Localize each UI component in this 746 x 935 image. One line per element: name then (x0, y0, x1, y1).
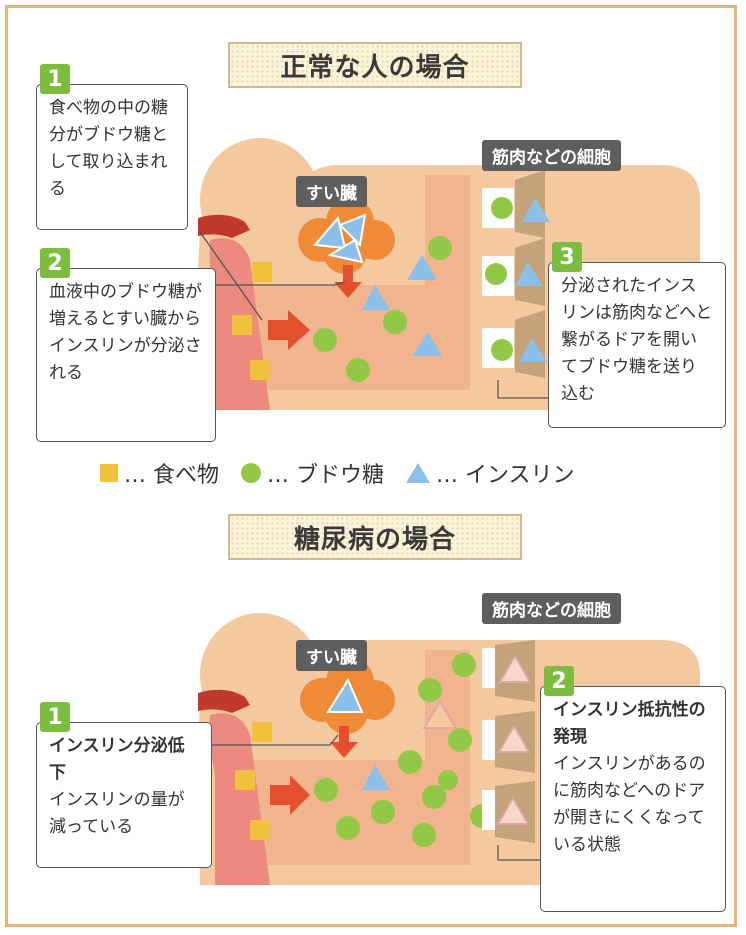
legend-food-label: … 食べ物 (124, 463, 219, 488)
legend-insulin: … インスリン (406, 457, 575, 489)
glucose (452, 653, 476, 677)
callout-text: 食べ物の中の糖分がブドウ糖として取り込まれる (49, 98, 168, 199)
glucose (438, 770, 458, 790)
label-pancreas-diabetes: すい臓 (296, 640, 367, 671)
diabetes-blood (215, 650, 470, 865)
food-swatch-icon (100, 464, 118, 482)
glucose (371, 800, 395, 824)
legend: … 食べ物 … ブドウ糖 … インスリン (100, 458, 660, 488)
absorb-arrow (270, 775, 310, 815)
badge-normal-3: 3 (552, 242, 582, 272)
label-cells-normal: 筋肉などの細胞 (482, 140, 621, 171)
insulin (407, 255, 437, 280)
insulin (412, 332, 442, 356)
callout-diabetes-2: インスリン抵抗性の発現 インスリンがあるのに筋肉などへのドアが開きにくくなってい… (540, 686, 726, 912)
glucose (346, 358, 370, 382)
cell-door-open (482, 310, 547, 378)
cell-door-open (482, 170, 550, 238)
secrete-arrow (334, 265, 362, 298)
glucose (336, 816, 360, 840)
food-item (232, 315, 252, 335)
cell-door-closed (482, 711, 535, 773)
callout-text: 血液中のブドウ糖が増えるとすい臓からインスリンが分泌される (49, 282, 202, 383)
food-item (250, 360, 270, 380)
legend-food: … 食べ物 (100, 457, 219, 489)
glucose (448, 728, 472, 752)
cell-door-closed (482, 781, 535, 843)
food-item (252, 262, 272, 282)
legend-glucose-label: … ブドウ糖 (267, 463, 384, 488)
secrete-arrow (330, 726, 358, 758)
section-title-diabetes: 糖尿病の場合 (228, 514, 522, 560)
label-pancreas-normal: すい臓 (296, 176, 367, 207)
glucose-swatch-icon (241, 463, 261, 483)
badge-normal-2: 2 (40, 248, 70, 278)
glucose (412, 823, 436, 847)
badge-diabetes-1: 1 (40, 702, 70, 732)
food-item (250, 820, 270, 840)
legend-glucose: … ブドウ糖 (241, 457, 384, 489)
callout-title: インスリン抵抗性の発現 (553, 700, 706, 747)
glucose (418, 678, 442, 702)
glucose (313, 328, 337, 352)
insulin (362, 765, 390, 790)
badge-diabetes-2: 2 (544, 666, 574, 696)
glucose (383, 310, 407, 334)
callout-normal-3: 分泌されたインスリンは筋肉などへと繋がるドアを開いてブドウ糖を送り込む (548, 262, 726, 428)
cell-door-open (482, 238, 545, 306)
badge-normal-1: 1 (40, 64, 70, 94)
page-frame (5, 5, 737, 927)
absorb-arrow (268, 310, 310, 350)
section-title-normal: 正常な人の場合 (228, 42, 522, 88)
cell-door-closed (482, 640, 535, 702)
callout-text: インスリンの量が減っている (49, 790, 185, 837)
insulin-inactive (422, 700, 458, 729)
pancreas (298, 198, 395, 274)
glucose (428, 236, 452, 260)
label-cells-diabetes: 筋肉などの細胞 (482, 593, 621, 624)
glucose (422, 785, 446, 809)
food-item (235, 770, 255, 790)
glucose (314, 778, 338, 802)
callout-text: 分泌されたインスリンは筋肉などへと繋がるドアを開いてブドウ糖を送り込む (561, 276, 713, 404)
callout-normal-1: 食べ物の中の糖分がブドウ糖として取り込まれる (36, 84, 188, 230)
callout-text: インスリンがあるのに筋肉などへのドアが開きにくくなっている状態 (553, 754, 706, 855)
callout-diabetes-1: インスリン分泌低下 インスリンの量が減っている (36, 722, 212, 868)
food-item (252, 722, 272, 742)
insulin (362, 285, 390, 310)
legend-insulin-label: … インスリン (436, 463, 575, 488)
glucose (398, 750, 422, 774)
callout-title: インスリン分泌低下 (49, 736, 185, 783)
callout-normal-2: 血液中のブドウ糖が増えるとすい臓からインスリンが分泌される (36, 268, 216, 442)
insulin-swatch-icon (406, 463, 430, 483)
diabetes-tract (209, 713, 270, 885)
